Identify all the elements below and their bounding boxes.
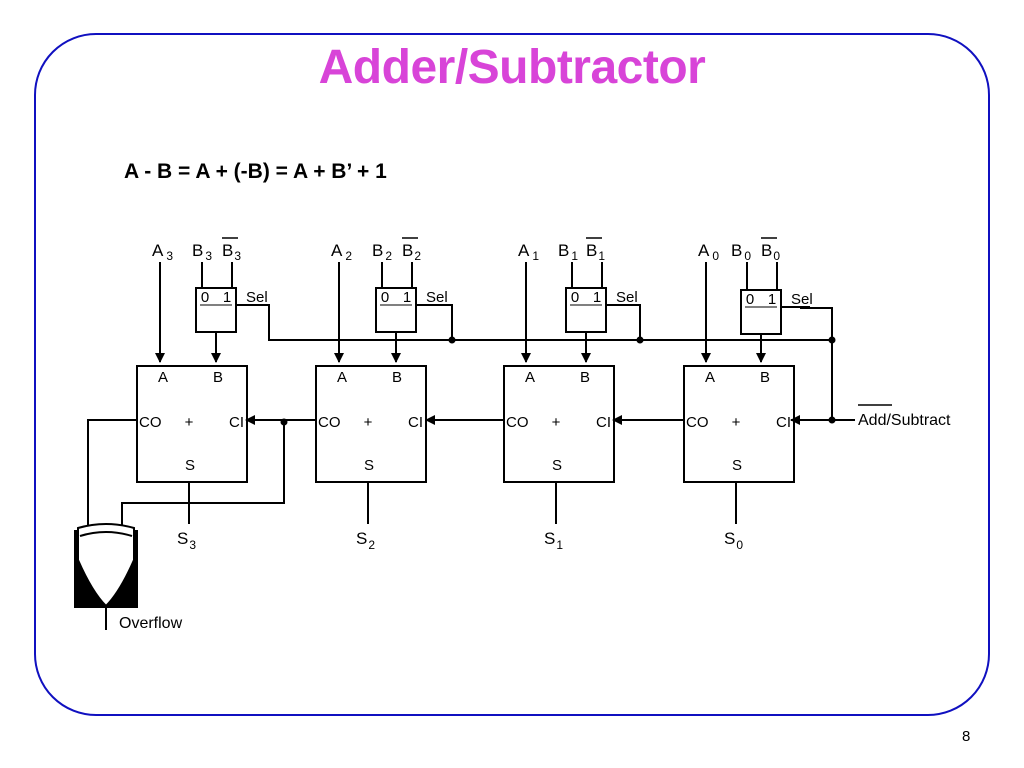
mux-select-label: Sel (426, 289, 448, 306)
adder-port-ci: CI (776, 414, 791, 431)
slide-frame (34, 33, 990, 716)
full-adder-box (683, 365, 795, 483)
b-bar-input-label: B1 (586, 241, 605, 263)
mux-select-label: Sel (616, 289, 638, 306)
mux-input-1-label: 1 (223, 289, 231, 306)
mux-input-0-label: 0 (746, 291, 754, 308)
junction-dots (280, 336, 836, 426)
adder-port-s: S (552, 457, 562, 474)
overflow-label: Overflow (119, 615, 183, 632)
adder-port-a: A (705, 369, 715, 386)
mux-select-label: Sel (246, 289, 268, 306)
full-adder-box (503, 365, 615, 483)
mux-input-0-label: 0 (201, 289, 209, 306)
mux-input-0-label: 0 (571, 289, 579, 306)
sum-output-label: S1 (544, 529, 563, 552)
page-number: 8 (962, 728, 971, 745)
mux-input-0-label: 0 (381, 289, 389, 306)
adder-port-s: S (185, 457, 195, 474)
add-subtract-text: Add/Subtract (858, 412, 951, 429)
b-bar-input-label: B2 (402, 241, 421, 263)
adder-port-ci: CI (596, 414, 611, 431)
mux-select-label: Sel (791, 291, 813, 308)
full-adder-box (315, 365, 427, 483)
adder-port-a: A (337, 369, 347, 386)
carry-chain (87, 415, 684, 525)
adder-port-co: CO (686, 414, 709, 431)
adder-port-b: B (213, 369, 223, 386)
adder-plus-sign: + (552, 414, 561, 431)
adder-port-b: B (760, 369, 770, 386)
full-adder-box (136, 365, 248, 483)
adder-port-co: CO (506, 414, 529, 431)
adder-port-ci: CI (229, 414, 244, 431)
adder-plus-sign: + (732, 414, 741, 431)
adder-port-a: A (525, 369, 535, 386)
adder-plus-sign: + (185, 414, 194, 431)
subtraction-equation: A - B = A + (-B) = A + B’ + 1 (124, 160, 387, 183)
mux-input-1-label: 1 (768, 291, 776, 308)
adder-port-b: B (580, 369, 590, 386)
adder-port-s: S (364, 457, 374, 474)
adder-port-co: CO (318, 414, 341, 431)
adder-port-a: A (158, 369, 168, 386)
add-subtract-label: Add/Subtract (858, 404, 951, 429)
overflow-xor-gate (74, 523, 138, 630)
slide-title: Adder/Subtractor (318, 41, 706, 94)
adder-port-co: CO (139, 414, 162, 431)
adder-port-b: B (392, 369, 402, 386)
b-bar-input-label: B0 (761, 241, 780, 263)
b-bar-input-label: B3 (222, 241, 241, 263)
adder-plus-sign: + (364, 414, 373, 431)
adder-port-s: S (732, 457, 742, 474)
mux-input-1-label: 1 (593, 289, 601, 306)
control-bus (265, 304, 855, 425)
sum-output-label: S2 (356, 529, 375, 552)
sum-output-label: S3 (177, 529, 196, 552)
mux-input-1-label: 1 (403, 289, 411, 306)
sum-output-label: S0 (724, 529, 743, 552)
adder-port-ci: CI (408, 414, 423, 431)
